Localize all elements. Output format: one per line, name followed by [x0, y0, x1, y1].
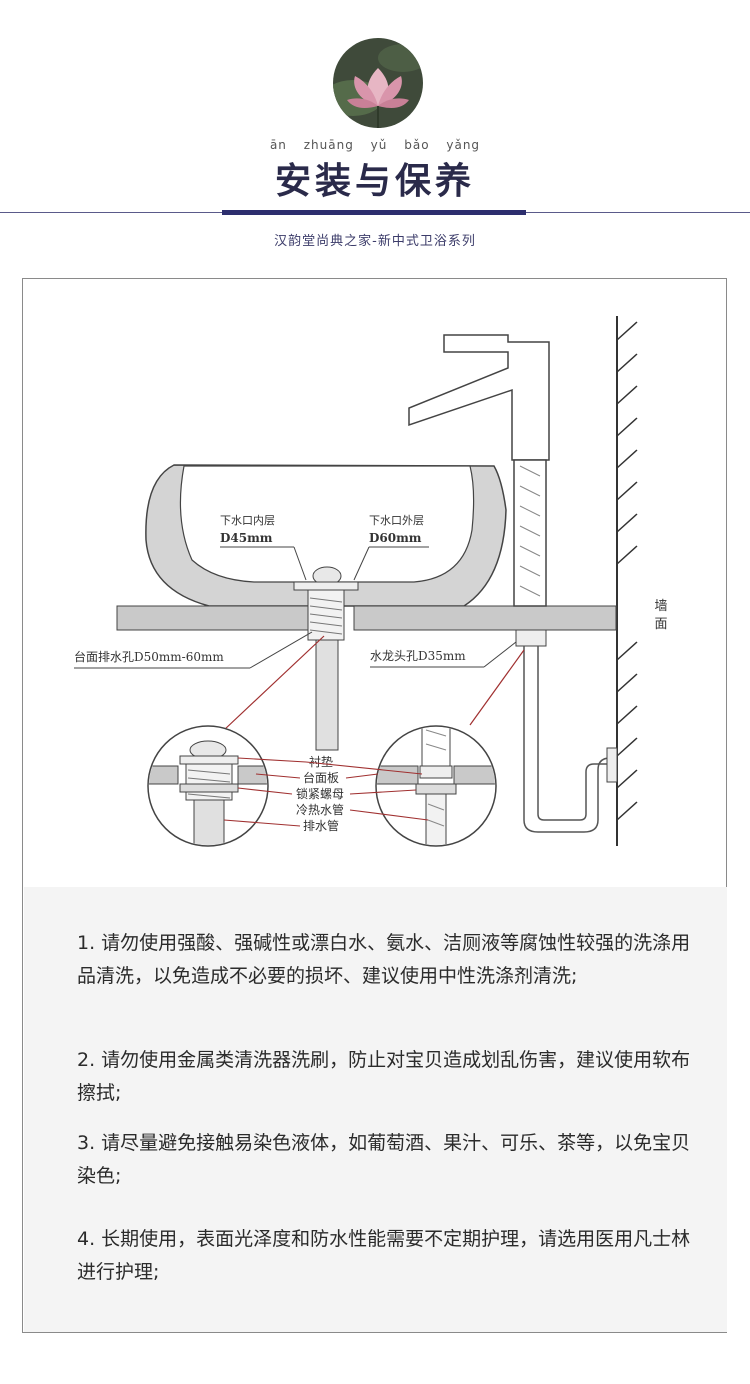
drain-flange: [293, 581, 359, 591]
wall-label-char-2: 面: [654, 617, 667, 632]
care-note-4: 4. 长期使用，表面光泽度和防水性能需要不定期护理，请选用医用凡士林进行护理;: [77, 1228, 691, 1283]
drain-pipe: [315, 639, 339, 751]
countertop-right: [353, 605, 617, 631]
wall: [616, 316, 638, 846]
brand-subtitle: 汉韵堂尚典之家-新中式卫浴系列: [274, 234, 476, 249]
content-panel: 墙 面: [22, 278, 727, 1333]
faucet-hole-label: 水龙头孔D35mm: [370, 649, 466, 663]
basin-inner: [179, 465, 475, 583]
lotus-painting-icon: [333, 38, 423, 128]
care-note-2: 2. 请勿使用金属类清洗器洗刷，防止对宝贝造成划乱伤害，建议使用软布擦拭;: [77, 1049, 691, 1104]
page-title: 安装与保养: [274, 160, 475, 202]
gasket-label: 衬垫: [309, 754, 333, 769]
title-pinyin: ān zhuāng yǔ bǎo yǎng: [0, 138, 750, 152]
faucet-hose-braid: [519, 465, 541, 597]
wall-label-char-1: 墙: [654, 599, 667, 614]
pinyin-syllable: yǎng: [446, 138, 481, 152]
inner-drain-size: D45mm: [220, 531, 273, 545]
care-note-1: 1. 请勿使用强酸、强碱性或漂白水、氨水、洁厕液等腐蚀性较强的洗涤用品清洗，以免…: [77, 932, 691, 987]
faucet-callout-connector: [469, 649, 525, 726]
part-pointer-lines: [223, 757, 429, 827]
outer-drain-label: 下水口外层: [369, 514, 424, 527]
water-pipe-label: 冷热水管: [296, 802, 344, 817]
countertop-left: [116, 605, 318, 631]
pinyin-syllable: zhuāng: [303, 138, 354, 152]
faucet: [408, 334, 550, 607]
wall-label: 墙 面: [654, 599, 667, 632]
drain-callout-connector: [223, 635, 325, 731]
counter-hole-label: 台面排水孔D50mm-60mm: [74, 649, 224, 664]
drain-pipe-label: 排水管: [303, 818, 339, 833]
counter-board-label: 台面板: [303, 770, 339, 785]
wall-valve: [606, 747, 618, 783]
water-supply-hose: [523, 646, 616, 833]
pinyin-syllable: bǎo: [404, 138, 430, 152]
drain-thread: [309, 597, 343, 635]
lock-nut-label: 锁紧螺母: [296, 786, 344, 801]
header-accent-bar: [222, 210, 526, 215]
water-supply-hose-inner: [537, 646, 610, 821]
installation-diagram: 墙 面: [74, 316, 668, 847]
inner-drain-label: 下水口内层: [220, 513, 275, 527]
pinyin-syllable: yǔ: [370, 138, 388, 152]
care-note-3: 3. 请尽量避免接触易染色液体，如葡萄酒、果汁、可乐、茶等，以免宝贝染色;: [77, 1132, 691, 1187]
faucet-mount-nut: [515, 629, 547, 647]
care-notes-section: 1. 请勿使用强酸、强碱性或漂白水、氨水、洁厕液等腐蚀性较强的洗涤用品清洗，以免…: [24, 887, 727, 1332]
faucet-detail-callout: [375, 725, 497, 847]
pinyin-syllable: ān: [269, 138, 287, 152]
outer-drain-size: D60mm: [369, 531, 422, 545]
drain-detail-callout: [147, 725, 269, 847]
